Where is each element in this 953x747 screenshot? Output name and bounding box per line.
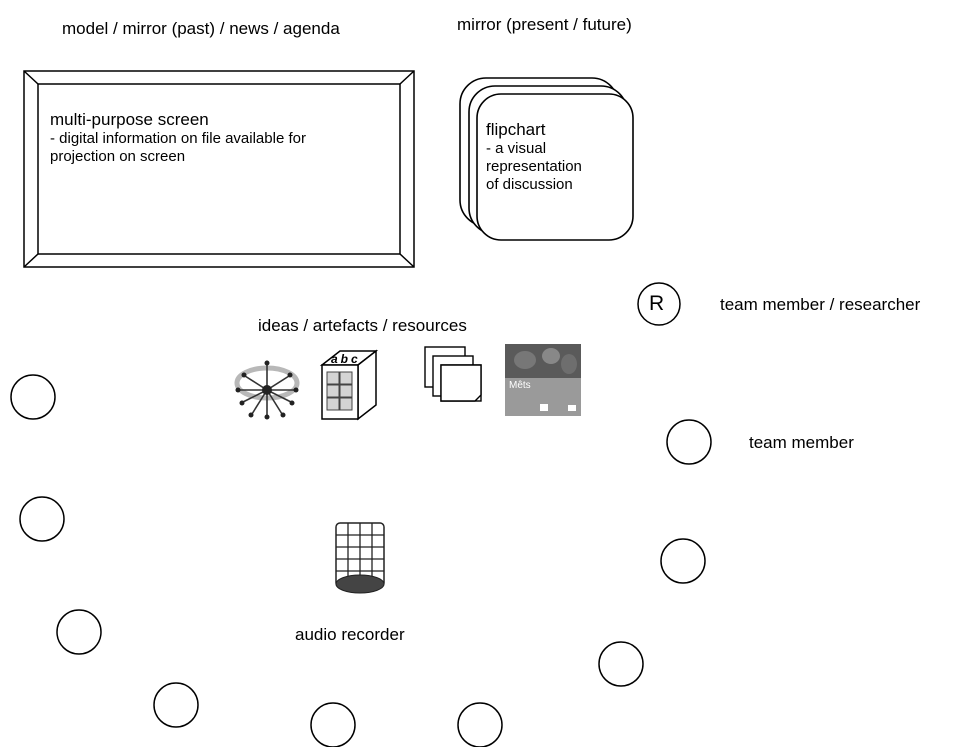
multi-purpose-screen: multi-purpose screen - digital informati… [50,110,306,166]
brainstorm-web-icon [234,360,300,420]
participant-seat [457,702,503,747]
participant-seat [310,702,356,747]
participant-seat [666,419,712,465]
puzzle-cube-icon [319,349,379,421]
team-member-label: team member [749,433,854,452]
flipchart-section-label: mirror (present / future) [457,15,632,34]
participant-seat [19,496,65,542]
participant-seat [153,682,199,728]
participant-seat [10,374,56,420]
flipchart-description-line3: of discussion [486,176,573,193]
audio-recorder-label: audio recorder [295,625,405,644]
audio-recorder-icon [335,522,385,594]
participant-seat [56,609,102,655]
flipchart-title: flipchart [486,120,546,139]
participant-seat [660,538,706,584]
screen-section-label: model / mirror (past) / news / agenda [62,19,340,38]
researcher-marker [637,282,681,326]
screen-title: multi-purpose screen [50,110,209,129]
screen-description-line2: projection on screen [50,148,186,165]
flipchart-description-line1: - a visual [486,140,547,157]
cube-letters: abc [331,352,361,366]
participant-seat [598,641,644,687]
multi-purpose-screen-frame [23,70,415,268]
flipchart: flipchart - a visual representation of d… [486,120,582,194]
photo-thumbnail-icon [505,344,581,416]
flipchart-description-line2: representation [486,158,582,175]
photo-caption: Mêts [509,380,531,391]
researcher-marker-letter: R [649,292,665,315]
team-member-researcher-label: team member / researcher [720,295,921,314]
flipchart-sheets [459,77,634,241]
stacked-pages-icon [424,346,482,402]
screen-description-line1: - digital information on file available … [50,130,306,147]
participant-circles [10,374,712,747]
ideas-resources-label: ideas / artefacts / resources [258,316,467,335]
